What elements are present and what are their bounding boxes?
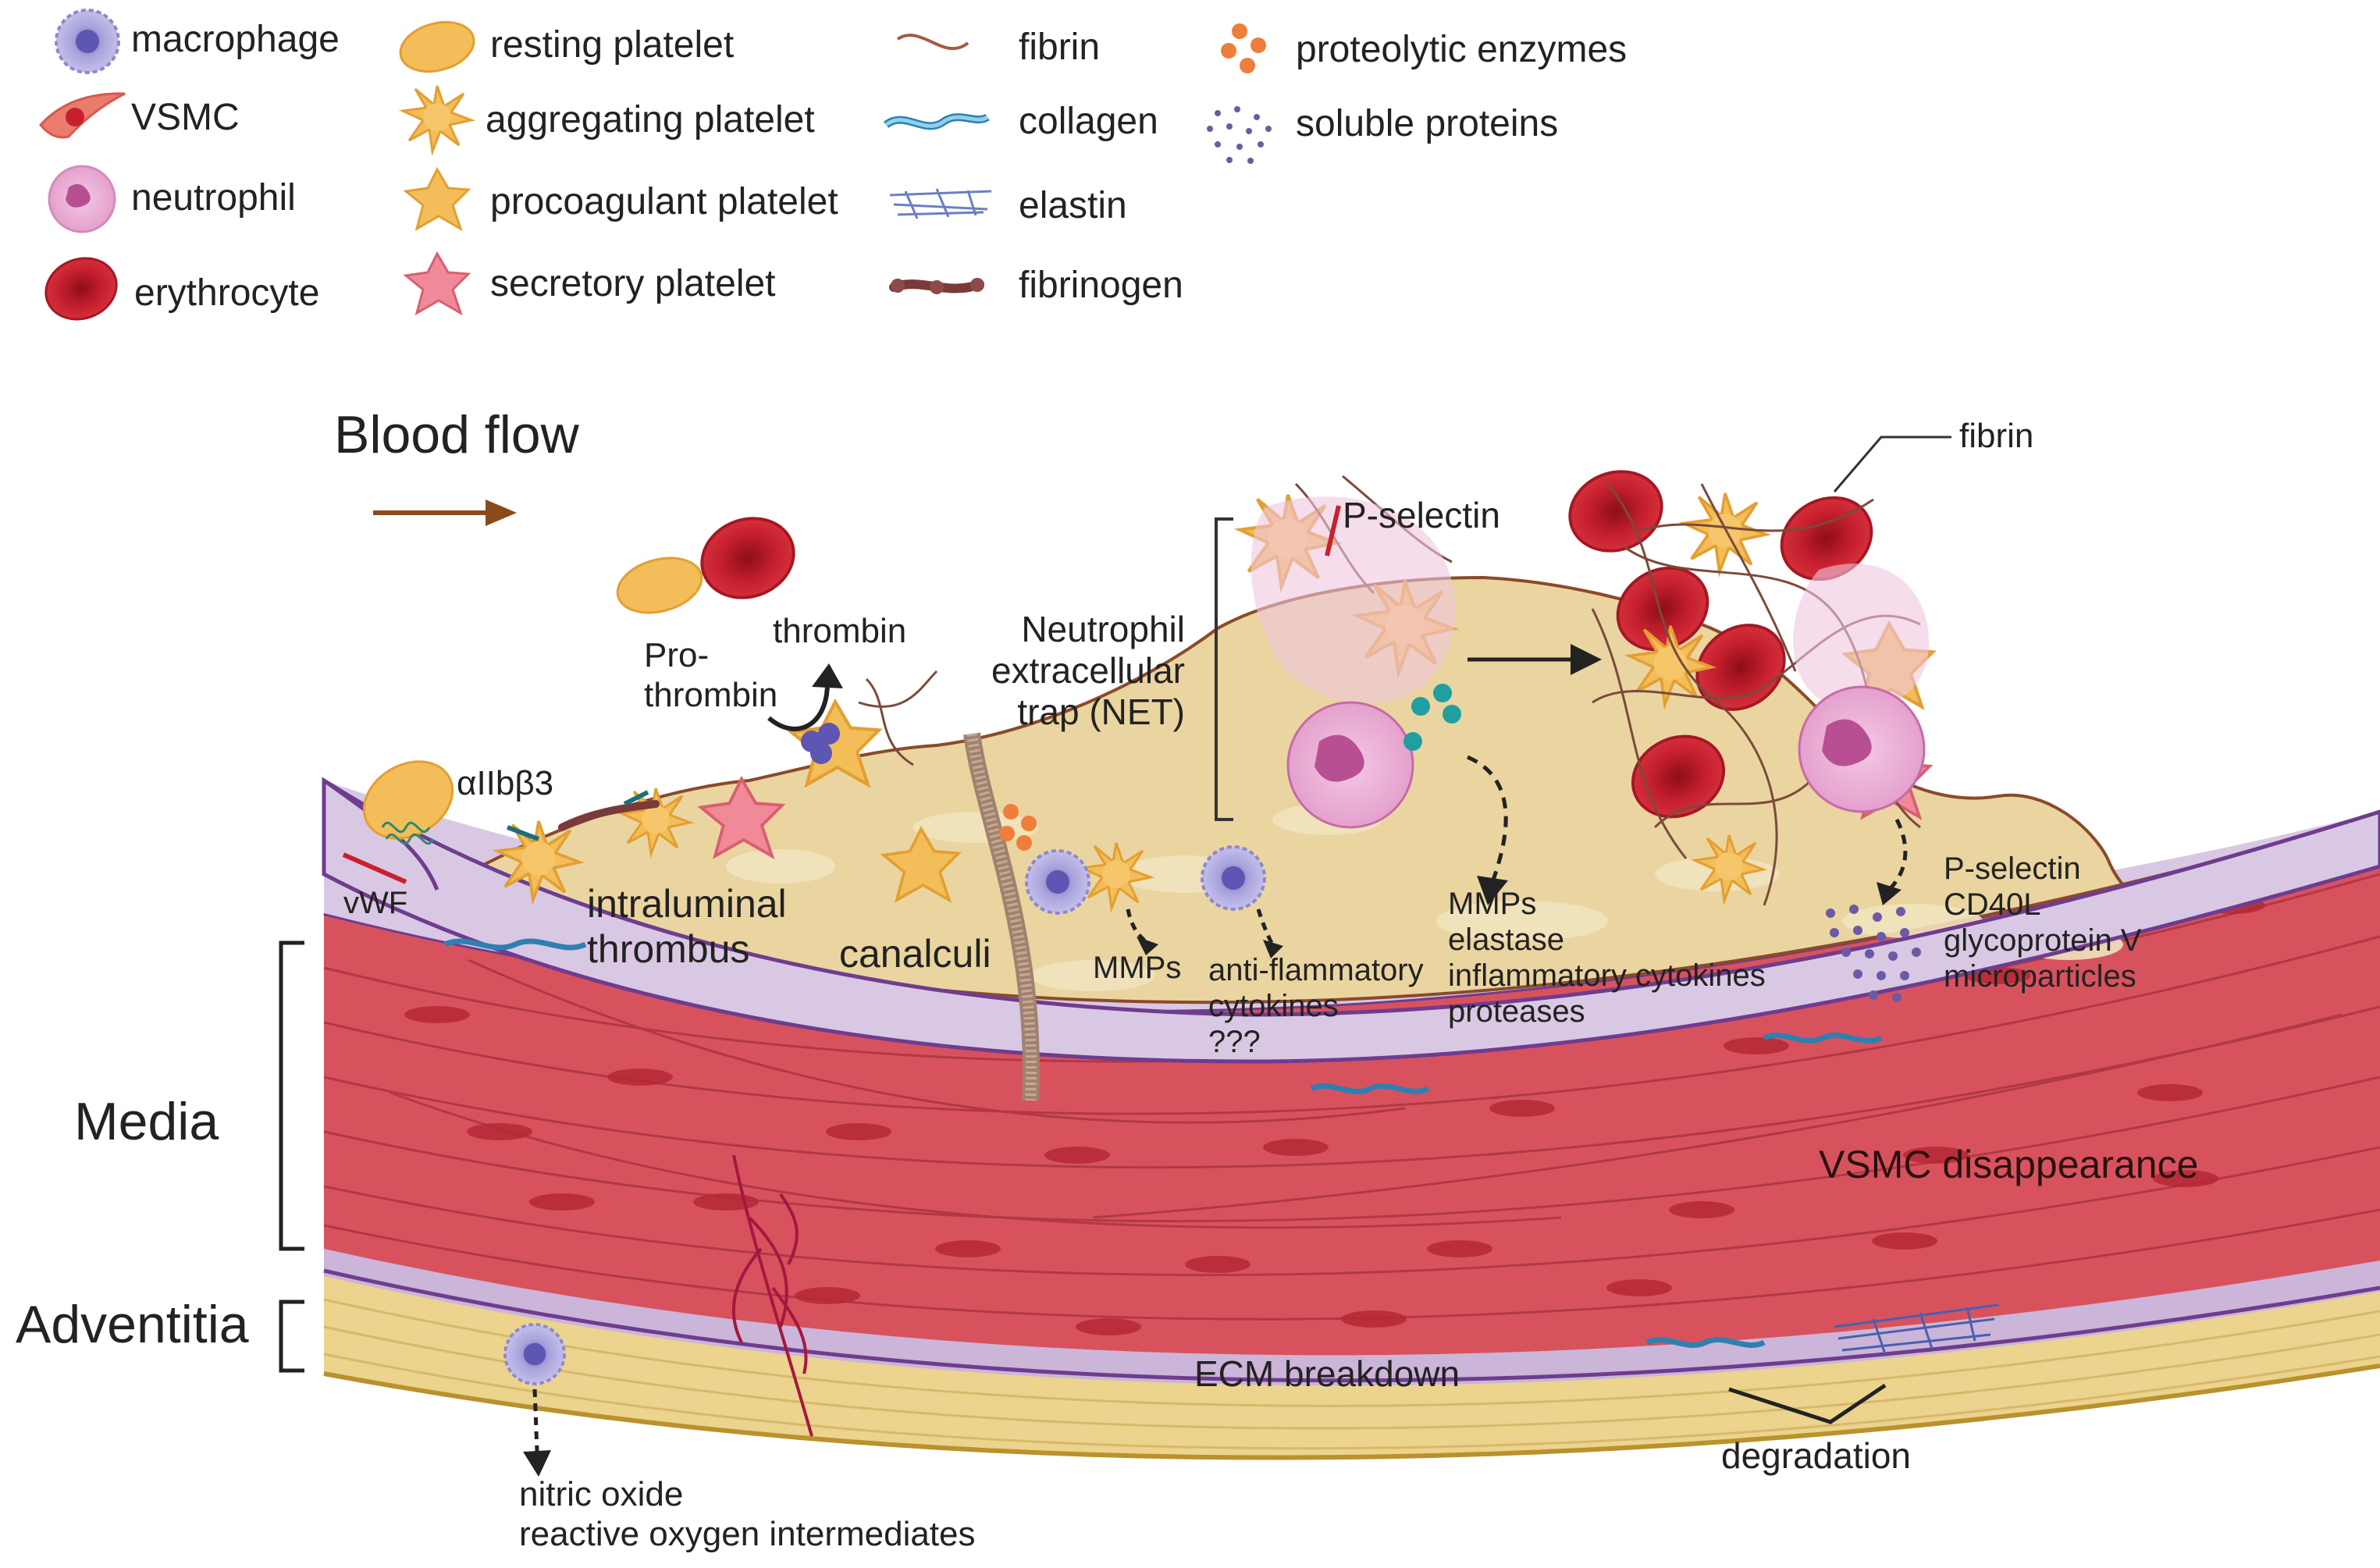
pselectin-label: P-selectin <box>1343 495 1500 535</box>
legend-label-soluble-proteins: soluble proteins <box>1296 103 1559 144</box>
media-bracket <box>279 940 304 1251</box>
fibrin-label: fibrin <box>1959 417 2034 455</box>
legend-label-fibrin: fibrin <box>1019 27 1101 68</box>
elastin-icon <box>889 188 992 219</box>
legend-label-macrophage: macrophage <box>131 19 340 60</box>
net-bracket <box>1215 517 1233 821</box>
adventitia-bracket <box>279 1300 304 1373</box>
vwf-label: vWF <box>343 886 408 920</box>
thrombus-enzymes <box>999 804 1037 851</box>
legend-label-elastin: elastin <box>1019 185 1127 226</box>
adventitia-elastin <box>1834 1303 1999 1355</box>
neutrophil-enzymes <box>1403 684 1461 751</box>
procoagulant-platelet-icon <box>404 168 470 230</box>
legend-label-collagen: collagen <box>1019 101 1158 142</box>
macrophage-icon <box>55 9 120 74</box>
pselectin-leader <box>1325 505 1341 556</box>
external-elastic-layer <box>323 1245 2380 1386</box>
legend-label-procoagulant-platelet: procoagulant platelet <box>490 181 838 222</box>
adventitia-layer <box>323 1272 2380 1460</box>
prothrombin-cluster <box>801 723 840 764</box>
fibrin-icon <box>896 34 969 50</box>
collagen-icon <box>883 113 990 130</box>
intraluminal-thrombus-label: intraluminal thrombus <box>587 882 787 971</box>
erythrocyte-icon <box>36 247 126 330</box>
legend-label-proteolytic-enzymes: proteolytic enzymes <box>1296 29 1628 70</box>
aggregating-platelet-icon <box>401 84 473 153</box>
vsmc-icon <box>39 92 126 139</box>
resting-platelet <box>362 556 703 840</box>
prothrombin-label: Pro- thrombin <box>644 636 778 714</box>
canalculi-label: canalculi <box>839 932 991 976</box>
vsmc-disappearance-label: VSMC disappearance <box>1819 1143 2199 1186</box>
intima-band <box>322 777 2380 1094</box>
macrophage-mmps-label: MMPs <box>1093 951 1182 985</box>
nitric-oxide-label: nitric oxide reactive oxygen intermediat… <box>519 1475 976 1553</box>
neutrophil-net <box>1250 496 1930 829</box>
fibrinogen-icon <box>889 278 984 294</box>
fibrinogen-bridge <box>506 790 660 841</box>
resting-platelet-icon <box>399 20 475 73</box>
anti-inflammatory-label: anti-flammatory cytokines ??? <box>1208 953 1424 1059</box>
legend-label-fibrinogen: fibrinogen <box>1019 265 1183 306</box>
legend-label-vsmc: VSMC <box>131 97 240 138</box>
thrombin-label: thrombin <box>773 612 907 650</box>
degradation-label: degradation <box>1721 1435 1911 1476</box>
soluble-proteins-icon <box>1207 106 1272 164</box>
adventitia-collagen <box>1645 1337 1766 1348</box>
net-label: Neutrophil extracellular trap (NET) <box>991 609 1185 732</box>
ecm-breakdown-label: ECM breakdown <box>1194 1353 1460 1394</box>
integrin-label: αIIbβ3 <box>457 764 554 802</box>
canaliculus-tube <box>963 732 1040 1101</box>
blood-flow-arrow <box>373 500 517 526</box>
secretory-platelet-icon <box>404 252 470 315</box>
degradation-bracket <box>1728 1383 1887 1424</box>
legend-label-erythrocyte: erythrocyte <box>134 272 320 314</box>
neutrophil-products-label: MMPs elastase inflammatory cytokines pro… <box>1448 887 1766 1029</box>
soluble-proteins-cluster <box>1826 905 1921 1002</box>
proteolytic-enzymes-icon <box>1221 23 1266 73</box>
media-label: Media <box>74 1092 219 1151</box>
legend-label-neutrophil: neutrophil <box>131 177 296 219</box>
platelet-products-label: P-selectin CD40L glycoprotein V micropar… <box>1944 852 2142 994</box>
vasa-vasorum <box>731 1154 813 1437</box>
arrow-heads <box>523 644 1902 1477</box>
legend-label-aggregating-platelet: aggregating platelet <box>486 99 815 140</box>
legend-label-resting-platelet: resting platelet <box>490 24 735 66</box>
adventitia-label: Adventitia <box>16 1295 249 1354</box>
neutrophil-icon <box>48 165 116 233</box>
legend-label-secretory-platelet: secretory platelet <box>490 263 776 304</box>
blood-flow-label: Blood flow <box>334 405 579 464</box>
vwf-strands <box>342 821 435 884</box>
fibrin-leader <box>1833 436 1951 492</box>
thrombin-arrow <box>767 663 843 731</box>
